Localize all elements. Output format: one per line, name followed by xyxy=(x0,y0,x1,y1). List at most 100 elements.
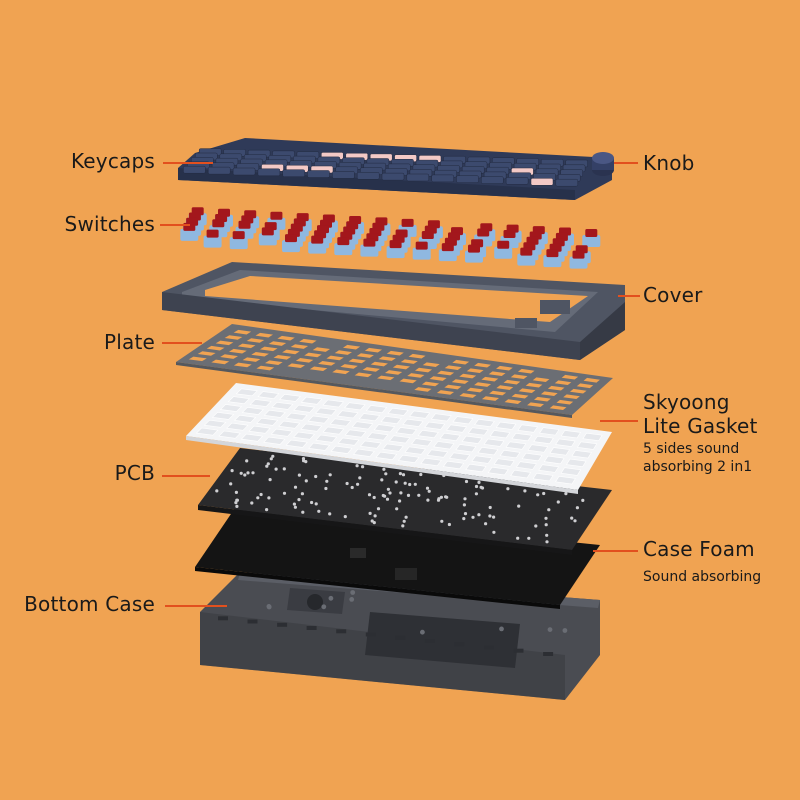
pcb-hole xyxy=(256,496,260,500)
plate-hole xyxy=(408,353,426,359)
keycap xyxy=(356,172,380,180)
knob-leader xyxy=(614,162,638,164)
pcb-hole xyxy=(282,491,287,495)
gasket-cell xyxy=(293,404,316,413)
gasket-cell xyxy=(226,422,249,431)
switch-stem xyxy=(520,247,533,256)
pcb-hole xyxy=(462,503,466,507)
gasket-cell xyxy=(555,438,576,447)
gasket-cell xyxy=(538,464,560,473)
plate-layer xyxy=(176,324,613,418)
pcb-hole xyxy=(575,506,580,510)
gasket-cell xyxy=(307,415,330,424)
pcb-hole xyxy=(385,497,390,501)
plate-hole xyxy=(554,380,572,386)
bottom-case-screw xyxy=(321,604,327,610)
pcb-hole xyxy=(534,524,538,528)
pcb-hole xyxy=(440,519,444,523)
keycap xyxy=(332,171,355,179)
pcb-hole xyxy=(463,511,468,516)
pcb-hole xyxy=(474,492,478,496)
pcb-hole xyxy=(314,474,318,479)
pcb-hole xyxy=(317,509,321,513)
plate-hole xyxy=(224,335,243,340)
plate-hole xyxy=(414,367,433,373)
pcb-hole xyxy=(234,490,238,494)
pcb-hole xyxy=(492,530,496,534)
gasket-cell xyxy=(358,413,381,422)
plate-hole xyxy=(496,385,514,390)
plate-hole xyxy=(378,356,396,361)
bottom-case-screw xyxy=(420,629,425,635)
keycap xyxy=(207,166,231,175)
bottom-case-rib xyxy=(365,632,376,637)
pcb-hole xyxy=(239,471,243,475)
plate-hole xyxy=(532,377,550,383)
gasket-cell xyxy=(449,452,471,461)
pcb-hole xyxy=(556,500,560,504)
switch-stem xyxy=(497,240,510,249)
gasket-cell xyxy=(359,440,382,449)
pcb-hole xyxy=(477,513,481,517)
case-foam-sub: Sound absorbing xyxy=(643,569,762,585)
plate-hole xyxy=(466,387,484,393)
bottom-case-rib xyxy=(513,648,524,653)
switch-housing xyxy=(308,241,327,254)
plate-hole xyxy=(437,370,455,376)
plate-hole xyxy=(444,384,462,390)
gasket-cell xyxy=(483,438,505,447)
pcb-hole xyxy=(404,515,408,519)
plate-hole xyxy=(569,388,587,394)
gasket-cell xyxy=(487,466,509,476)
switch-housing xyxy=(360,244,379,257)
plate-hole xyxy=(400,359,418,364)
pcb-label: PCB xyxy=(114,461,155,485)
keycap xyxy=(282,169,305,177)
gasket-cell xyxy=(474,418,495,428)
bottom-case-rib xyxy=(484,645,494,650)
plate-hole xyxy=(549,405,567,411)
pcb-hole xyxy=(413,482,417,486)
pcb-hole xyxy=(358,476,362,480)
gasket-cell xyxy=(322,426,345,435)
gasket-cell xyxy=(532,472,554,482)
plate-hole xyxy=(489,390,507,396)
gasket-cell xyxy=(533,435,554,444)
plate-hole xyxy=(312,347,331,352)
gasket-cell xyxy=(285,412,308,421)
gasket-cell xyxy=(420,457,442,467)
bottom-case-rib xyxy=(543,652,554,656)
pcb-hole xyxy=(408,482,412,487)
pcb-hole xyxy=(310,500,314,505)
plate-hole xyxy=(525,382,543,388)
switch-housing xyxy=(582,235,601,247)
plate-hole xyxy=(295,358,314,363)
pcb-hole xyxy=(545,533,549,537)
pcb-hole xyxy=(293,505,297,509)
plate-hole xyxy=(277,335,295,341)
plate-hole xyxy=(268,341,287,346)
gasket-cell xyxy=(336,410,359,419)
pcb-hole xyxy=(542,491,546,496)
gasket-cell xyxy=(397,454,420,463)
pcb-hole xyxy=(376,507,381,511)
plate-hole xyxy=(264,360,283,365)
pcb-hole xyxy=(345,481,349,486)
keycap xyxy=(555,178,579,187)
bottom-case-rib xyxy=(277,622,288,627)
gasket-cell xyxy=(249,399,272,407)
switch-stem xyxy=(238,220,251,229)
pcb-hole xyxy=(215,489,219,493)
plate-hole xyxy=(364,347,382,353)
gasket-cell xyxy=(344,402,366,411)
plate-hole xyxy=(496,365,513,371)
gasket-cell xyxy=(203,419,227,428)
gasket-cell xyxy=(322,399,345,408)
plate-hole xyxy=(251,351,269,357)
plate-hole xyxy=(237,343,256,349)
pcb-hole xyxy=(401,524,405,528)
case-foam-leader xyxy=(593,550,638,552)
bottom-case-rib xyxy=(395,635,406,640)
pcb-hole xyxy=(464,479,469,484)
plate-hole xyxy=(429,376,447,381)
